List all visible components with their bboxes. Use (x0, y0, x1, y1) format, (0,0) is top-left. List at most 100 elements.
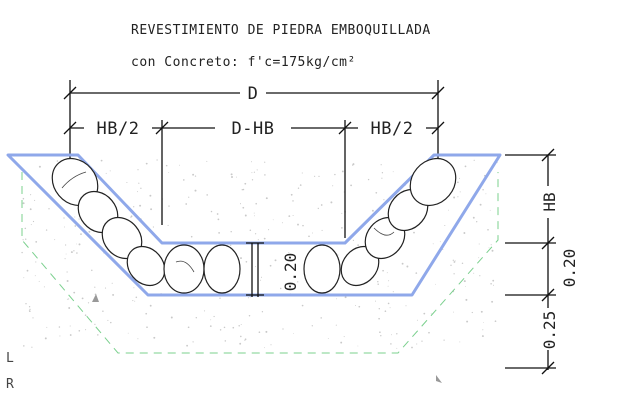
concrete-speck (137, 169, 139, 171)
concrete-speck (311, 325, 313, 327)
concrete-speck (75, 243, 77, 245)
concrete-speck (285, 283, 287, 285)
concrete-speck (139, 204, 142, 207)
concrete-speck (74, 216, 76, 218)
concrete-speck (292, 215, 294, 216)
concrete-speck (69, 325, 71, 327)
concrete-speck (377, 283, 379, 286)
concrete-speck (78, 330, 81, 332)
dim-label-right-0-20: 0.20 (560, 249, 579, 288)
concrete-speck (21, 251, 23, 254)
concrete-speck (392, 291, 394, 293)
concrete-speck (389, 307, 391, 309)
concrete-speck (405, 305, 407, 307)
concrete-speck (492, 279, 495, 282)
concrete-speck (487, 228, 489, 231)
concrete-speck (78, 243, 81, 246)
concrete-speck (391, 334, 393, 336)
concrete-speck (258, 331, 261, 334)
concrete-speck (63, 217, 65, 219)
concrete-speck (167, 224, 169, 226)
concrete-speck (461, 262, 464, 265)
concrete-speck (156, 159, 158, 161)
concrete-speck (254, 215, 256, 217)
concrete-speck (150, 208, 153, 211)
concrete-speck (206, 194, 208, 196)
edge-letter-r: R (6, 377, 14, 392)
concrete-speck (94, 323, 96, 326)
concrete-speck (473, 272, 475, 274)
concrete-speck (482, 329, 484, 331)
concrete-speck (374, 300, 377, 302)
concrete-speck (377, 280, 379, 283)
concrete-speck (471, 311, 473, 314)
concrete-speck (265, 330, 268, 333)
concrete-speck (58, 326, 61, 328)
concrete-speck (381, 177, 383, 179)
concrete-speck (22, 197, 25, 200)
dim-label-hb2-right: HB/2 (371, 119, 414, 139)
concrete-speck (104, 287, 107, 289)
concrete-speck (45, 229, 48, 231)
concrete-speck (466, 320, 469, 323)
concrete-speck (168, 205, 170, 207)
concrete-speck (387, 302, 390, 305)
concrete-speck (490, 244, 492, 246)
concrete-speck (388, 280, 390, 282)
concrete-speck (109, 170, 111, 172)
concrete-speck (317, 207, 319, 210)
concrete-speck (320, 204, 323, 206)
concrete-speck (453, 261, 456, 263)
concrete-speck (457, 181, 459, 184)
concrete-speck (91, 269, 93, 272)
concrete-speck (297, 223, 299, 226)
concrete-speck (479, 275, 481, 277)
concrete-speck (478, 257, 480, 259)
concrete-speck (453, 196, 456, 199)
concrete-speck (265, 197, 268, 200)
concrete-speck (458, 177, 461, 179)
concrete-speck (25, 303, 27, 305)
concrete-speck (26, 269, 29, 272)
concrete-speck (299, 184, 302, 186)
concrete-speck (375, 191, 378, 194)
concrete-speck (149, 304, 152, 307)
concrete-speck (187, 326, 190, 329)
concrete-speck (130, 216, 132, 218)
concrete-speck (64, 258, 66, 260)
concrete-speck (217, 218, 220, 221)
concrete-speck (70, 251, 73, 254)
edge-letter-l: L (6, 351, 14, 366)
concrete-speck (133, 206, 135, 208)
concrete-speck (190, 235, 193, 238)
concrete-speck (485, 193, 487, 195)
concrete-speck (297, 187, 300, 189)
dim-label-hb: HB (540, 192, 559, 211)
concrete-speck (355, 305, 357, 306)
concrete-speck (127, 332, 129, 334)
concrete-speck (64, 226, 65, 228)
concrete-speck (66, 280, 69, 282)
concrete-speck (381, 172, 384, 174)
concrete-speck (406, 265, 409, 268)
concrete-speck (81, 297, 84, 300)
concrete-speck (465, 298, 468, 301)
concrete-speck (219, 297, 221, 299)
concrete-speck (232, 326, 235, 329)
dim-label-hb2-left: HB/2 (97, 119, 140, 139)
concrete-speck (302, 224, 304, 227)
concrete-speck (241, 189, 243, 191)
concrete-speck (357, 345, 359, 347)
concrete-speck (416, 343, 418, 345)
concrete-speck (491, 300, 494, 303)
concrete-speck (43, 286, 45, 288)
arrow-mark (92, 294, 99, 302)
concrete-speck (94, 286, 96, 288)
concrete-speck (292, 200, 294, 202)
concrete-speck (240, 335, 242, 338)
concrete-speck (244, 338, 247, 341)
concrete-speck (248, 315, 251, 317)
concrete-speck (264, 161, 266, 163)
concrete-speck (264, 347, 265, 349)
concrete-speck (134, 300, 136, 302)
